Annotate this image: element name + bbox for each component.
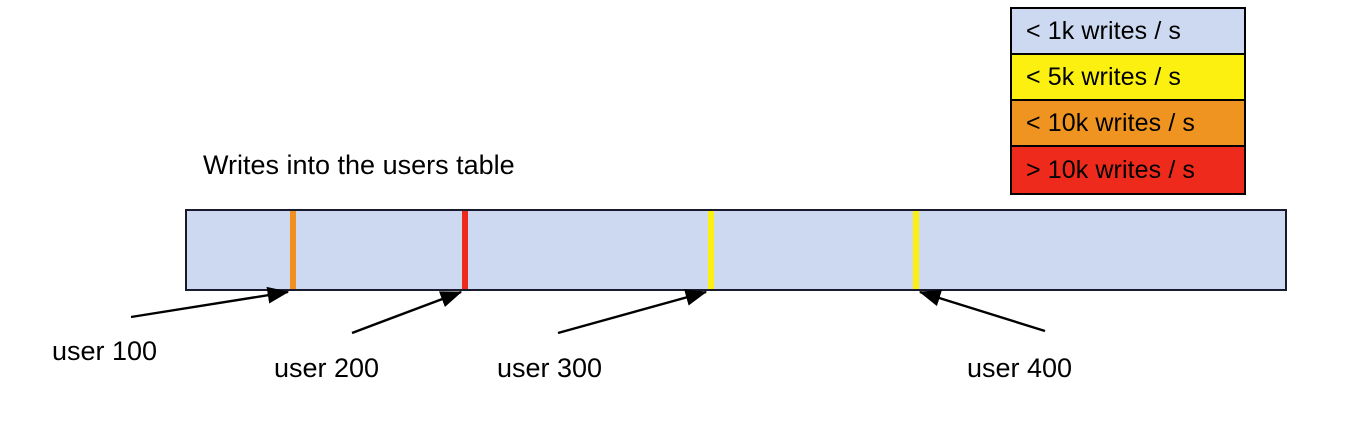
legend-row-under-5k: < 5k writes / s [1012, 55, 1244, 101]
arrow-user-400 [918, 290, 1046, 333]
legend-label-under-10k: < 10k writes / s [1026, 108, 1196, 137]
marker-user-100 [290, 211, 296, 289]
label-user-100: user 100 [52, 336, 158, 366]
arrow-user-100 [130, 286, 290, 319]
write-rate-legend: < 1k writes / s < 5k writes / s < 10k wr… [1010, 7, 1246, 195]
legend-row-under-1k: < 1k writes / s [1012, 9, 1244, 55]
label-user-400: user 400 [967, 353, 1073, 383]
marker-user-200 [462, 211, 468, 289]
label-user-200: user 200 [274, 353, 380, 383]
marker-user-400 [913, 211, 919, 289]
label-user-300: user 300 [497, 353, 603, 383]
legend-label-over-10k: > 10k writes / s [1026, 155, 1196, 184]
chart-title: Writes into the users table [203, 150, 515, 180]
legend-label-under-1k: < 1k writes / s [1026, 16, 1182, 45]
legend-row-under-10k: < 10k writes / s [1012, 101, 1244, 147]
bar-fill [187, 211, 1285, 289]
users-table-key-range-bar [185, 209, 1287, 291]
legend-row-over-10k: > 10k writes / s [1012, 147, 1244, 193]
marker-user-300 [708, 211, 714, 289]
arrow-user-300 [557, 289, 708, 335]
legend-label-under-5k: < 5k writes / s [1026, 62, 1182, 91]
arrow-user-200 [351, 290, 463, 335]
